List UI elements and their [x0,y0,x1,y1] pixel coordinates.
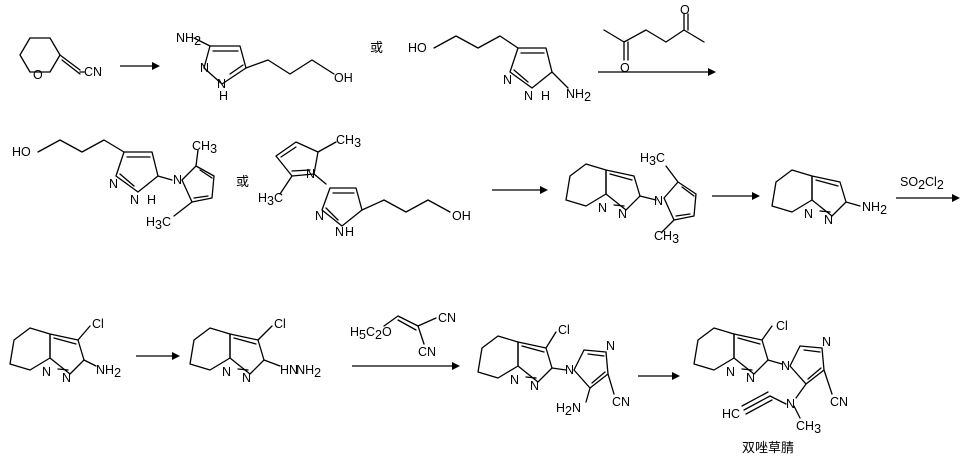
atom-h3c: H3C [258,191,283,208]
atom-n: N [315,209,324,223]
reaction-arrow-2 [598,68,716,76]
reaction-arrow-7 [352,362,460,370]
atom-hc: HC [722,407,740,421]
atom-n: N [618,207,627,221]
product-name: 双唑草腈 [742,440,794,456]
atom-n: N [130,193,139,207]
molecule-amino-tetrahydropyrazolopyridine: N N NH2 [771,169,887,227]
atom-nh2: H2N [556,401,581,418]
atom-h3c: H3C [146,215,171,232]
atom-o: O [33,68,43,82]
molecule-chloro-hydrazino-tetrahydropyrazolopyridine: Cl N N HNNH2 [189,317,321,385]
reaction-arrow-8 [638,372,680,380]
atom-cl: Cl [776,319,788,333]
reagent-hexanedione: O O [603,3,705,75]
atom-n: N [306,167,315,181]
atom-h: H [219,89,228,103]
atom-nh2: NH2 [96,363,121,380]
molecule-pyrrolyl-pyrazole-butanol: HO N N H N CH3 H3C [12,139,217,232]
molecule-aminopyrazole-butanol-isomer: HO N N H NH2 [408,35,591,104]
atom-n: N [654,194,663,208]
atom-n: N [200,61,209,75]
reaction-arrow-5: SO2Cl2 [896,175,960,202]
atom-cn: CN [84,65,102,79]
atom-oh: OH [334,71,353,85]
atom-h: H [541,89,550,103]
atom-cn: CN [418,345,436,359]
molecule-final-product: Cl N N N N N HC CH3 CN [693,319,848,436]
molecule-aminopyrazole-butanol: NH2 N N H OH [176,31,353,103]
atom-cl: Cl [92,317,104,331]
atom-n: N [822,335,831,349]
atom-n: N [606,339,615,353]
atom-nh2: NH2 [566,87,591,104]
reagent-sulfuryl-chloride: SO2Cl2 [900,175,944,192]
connector-or: 或 [370,41,383,56]
atom-cl: Cl [558,323,570,337]
atom-n: N [726,365,735,379]
atom-n: N [598,201,607,215]
atom-cn: CN [438,311,456,325]
atom-n: N [824,213,833,227]
atom-cl: Cl [274,317,286,331]
atom-oh: OH [452,209,471,223]
molecule-chloro-amino-tetrahydropyrazolopyridine: Cl N N NH2 [9,317,121,385]
atom-ho: HO [12,145,31,159]
atom-cn: CN [830,395,848,409]
reaction-arrow-4 [712,192,760,200]
atom-ho: HO [408,41,427,55]
atom-n: N [786,397,795,411]
reagent-ethoxymethylene-malononitrile: H5C2O CN CN [350,311,456,359]
molecule-pyrrolyl-pyrazole-butanol-isomer: CH3 N H3C N N H OH [258,133,471,239]
atom-n: N [109,177,118,191]
reaction-arrow-3 [492,186,548,194]
molecule-amino-cyanopyrazole-intermediate: Cl N N N N H2N CN [477,323,630,418]
atom-hydrazino: HNNH2 [280,363,321,380]
atom-o: O [620,61,630,75]
atom-n: N [217,77,226,91]
atom-ch3: CH3 [654,229,679,246]
atom-n: N [530,379,539,393]
atom-n: N [62,371,71,385]
atom-ch3: CH3 [336,133,361,150]
atom-n: N [242,371,251,385]
atom-cn: CN [612,395,630,409]
atom-ch3: CH3 [796,419,821,436]
atom-n: N [173,173,182,187]
atom-h: H [345,225,354,239]
atom-h: H [147,193,156,207]
connector-or: 或 [236,175,249,190]
atom-n: N [804,207,813,221]
molecule-starting-material: O CN [19,37,102,82]
atom-ethoxy: H5C2O [350,325,392,342]
atom-n: N [565,363,574,377]
atom-nh2: NH2 [176,31,201,48]
atom-o: O [680,3,690,17]
molecule-pyrrolyl-tetrahydropyrazolopyridine: N N N H3C CH3 [565,151,697,246]
atom-n: N [335,225,344,239]
atom-n: N [503,73,512,87]
reaction-arrow-1 [120,62,160,70]
reaction-arrow-6 [136,352,180,360]
atom-n: N [42,365,51,379]
atom-n: N [746,371,755,385]
atom-n: N [524,89,533,103]
atom-nh2: NH2 [862,200,887,217]
atom-n: N [510,373,519,387]
atom-n: N [781,359,790,373]
atom-n: N [222,365,231,379]
atom-ch3: CH3 [192,139,217,156]
atom-h3c: H3C [640,151,665,168]
